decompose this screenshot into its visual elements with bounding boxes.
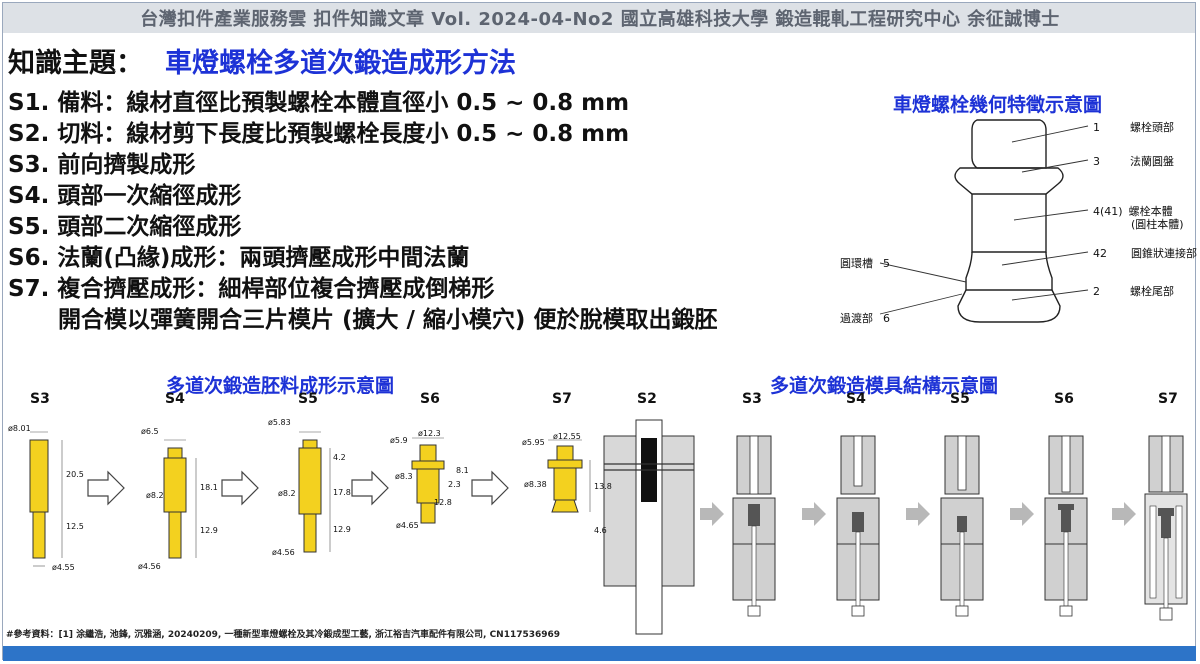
die-stage-label: S7 xyxy=(1158,391,1178,407)
dim-label: ø5.83 xyxy=(268,418,291,427)
step-item: S4. 頭部一次縮徑成形 xyxy=(8,181,717,212)
dim-label: 18.1 xyxy=(200,483,218,492)
step-id: S6. xyxy=(8,245,50,271)
header-text: 台灣扣件產業服務雲 扣件知識文章 Vol. 2024-04-No2 國立高雄科技… xyxy=(140,9,1060,30)
dim-label: ø8.01 xyxy=(8,424,31,433)
dim-label: 12.8 xyxy=(434,498,452,507)
dim-label: ø12.55 xyxy=(553,432,581,441)
die-diagram-title: 多道次鍛造模具結構示意圖 xyxy=(770,375,999,397)
dim-label: 8.1 xyxy=(456,466,469,475)
reference-note: #參考資料：[1] 涂繼浩, 池鋒, 沉雅涵, 20240209, 一種新型車燈… xyxy=(6,630,561,640)
dim-label: ø5.9 xyxy=(390,436,408,445)
footer-bar xyxy=(3,646,1196,661)
dim-label: 12.9 xyxy=(200,526,218,535)
step-item: S2. 切料：線材剪下長度比預製螺栓長度小 0.5 ~ 0.8 mm xyxy=(8,119,717,150)
step-text: 前向擠製成形 xyxy=(49,152,196,178)
header-bar xyxy=(3,3,1196,33)
step-text: 頭部二次縮徑成形 xyxy=(49,214,242,240)
dim-label: 13.8 xyxy=(594,482,612,491)
dim-label: 4.2 xyxy=(333,453,346,462)
step-id: S4. xyxy=(8,183,50,209)
dim-label: ø4.55 xyxy=(52,563,75,572)
geometry-diagram-title: 車燈螺栓幾何特徵示意圖 xyxy=(893,94,1103,116)
step-item: S7. 複合擠壓成形：細桿部位複合擠壓成倒梯形 xyxy=(8,274,717,305)
blank-stage-label: S3 xyxy=(30,391,50,407)
step-text: 法蘭(凸緣)成形：兩頭擠壓成形中間法蘭 xyxy=(49,245,470,271)
dim-label: ø8.38 xyxy=(524,480,547,489)
blank-diagram-title: 多道次鍛造胚料成形示意圖 xyxy=(166,375,395,397)
dim-label: 17.8 xyxy=(333,488,351,497)
dim-label: ø5.95 xyxy=(522,438,545,447)
dim-label: ø4.56 xyxy=(272,548,295,557)
die-stage-label: S6 xyxy=(1054,391,1074,407)
step-continuation: 開合模以彈簧開合三片模片 (擴大 / 縮小模穴) 便於脫模取出鍛胚 xyxy=(58,307,718,333)
step-id: S1. xyxy=(8,90,50,116)
dim-label: ø6.5 xyxy=(141,427,159,436)
die-stage-label: S3 xyxy=(742,391,762,407)
die-stage-label: S5 xyxy=(950,391,970,407)
blank-stage-label: S7 xyxy=(552,391,572,407)
step-item: S6. 法蘭(凸緣)成形：兩頭擠壓成形中間法蘭 xyxy=(8,243,717,274)
step-item: S3. 前向擠製成形 xyxy=(8,150,717,181)
dim-label: 12.9 xyxy=(333,525,351,534)
dim-label: ø8.2 xyxy=(278,489,296,498)
step-list: S1. 備料：線材直徑比預製螺栓本體直徑小 0.5 ~ 0.8 mm S2. 切… xyxy=(8,88,717,336)
step-text: 複合擠壓成形：細桿部位複合擠壓成倒梯形 xyxy=(49,276,495,302)
dim-label: ø8.2 xyxy=(146,491,164,500)
dim-label: 12.5 xyxy=(66,522,84,531)
die-stage-label: S2 xyxy=(637,391,657,407)
step-id: S2. xyxy=(8,121,50,147)
step-item: S5. 頭部二次縮徑成形 xyxy=(8,212,717,243)
dim-label: 2.3 xyxy=(448,480,461,489)
step-text: 頭部一次縮徑成形 xyxy=(49,183,242,209)
step-id: S5. xyxy=(8,214,50,240)
step-text: 切料：線材剪下長度比預製螺栓長度小 0.5 ~ 0.8 mm xyxy=(49,121,630,147)
dim-label: ø8.3 xyxy=(395,472,413,481)
callout-body: 4(41)螺栓本體 xyxy=(1093,205,1173,218)
topic-title: 車燈螺栓多道次鍛造成形方法 xyxy=(165,48,516,79)
dim-label: 4.6 xyxy=(594,526,607,535)
callout-body-sub: (圓柱本體) xyxy=(1131,218,1184,231)
dim-label: ø4.65 xyxy=(396,521,419,530)
step-text: 備料：線材直徑比預製螺栓本體直徑小 0.5 ~ 0.8 mm xyxy=(49,90,630,116)
dim-label: 20.5 xyxy=(66,470,84,479)
topic-label: 知識主題： xyxy=(8,48,143,79)
dim-label: ø4.56 xyxy=(138,562,161,571)
blank-stage-label: S5 xyxy=(298,391,318,407)
step-id: S3. xyxy=(8,152,50,178)
dim-label: ø12.3 xyxy=(418,429,441,438)
die-stage-label: S4 xyxy=(846,391,866,407)
step-item: S1. 備料：線材直徑比預製螺栓本體直徑小 0.5 ~ 0.8 mm xyxy=(8,88,717,119)
step-id: S7. xyxy=(8,276,50,302)
blank-stage-label: S4 xyxy=(165,391,185,407)
blank-stage-label: S6 xyxy=(420,391,440,407)
